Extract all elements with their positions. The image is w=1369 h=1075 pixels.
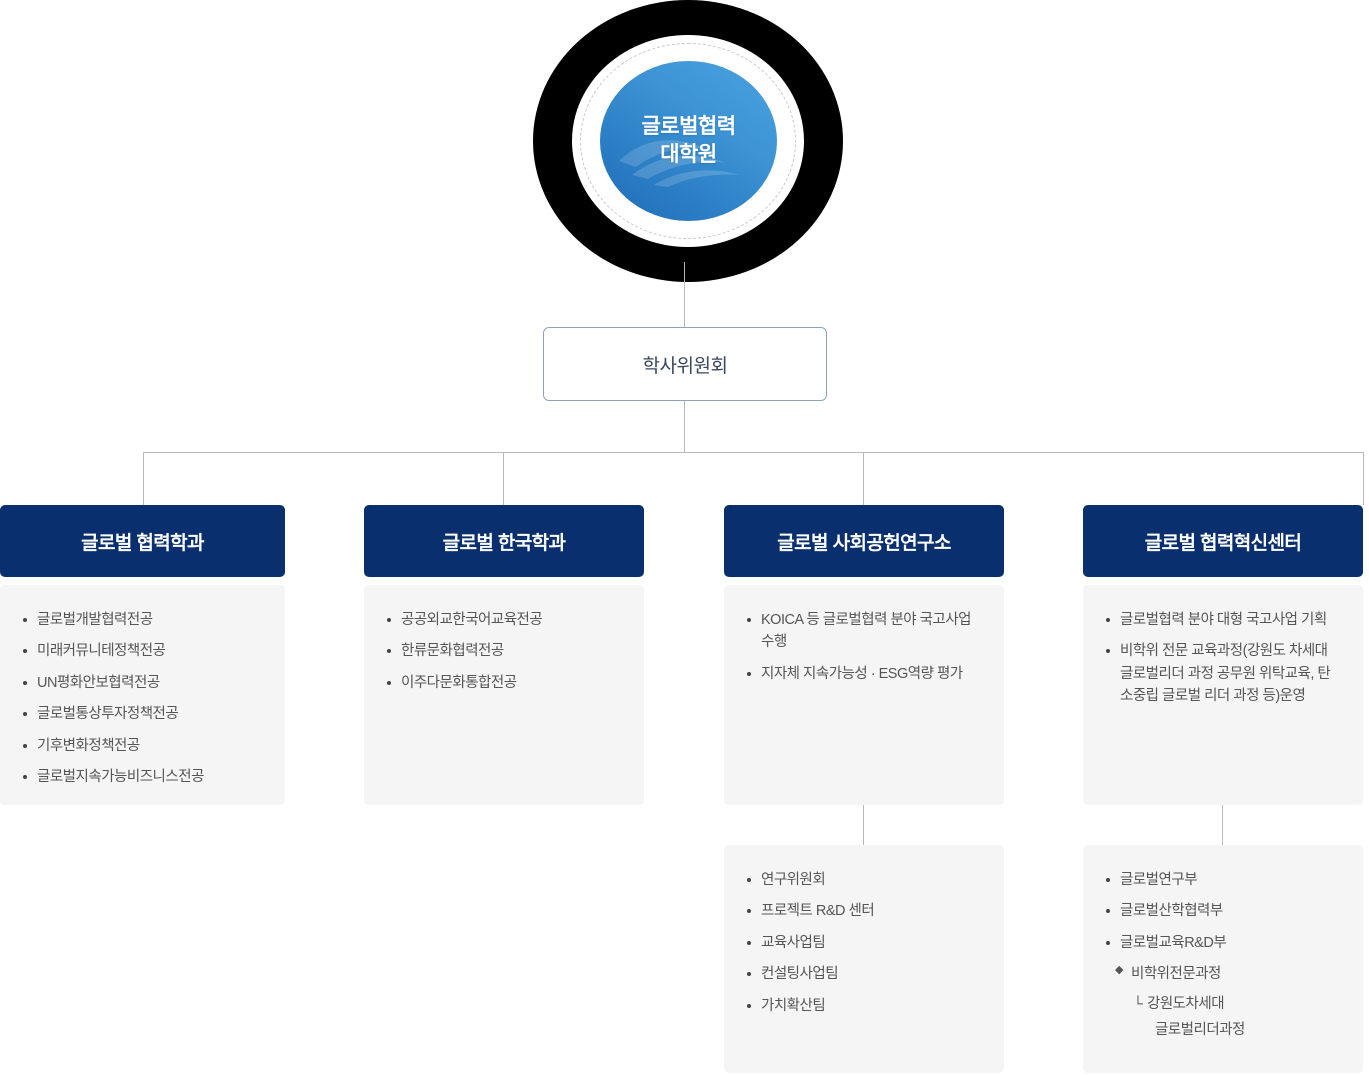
list-item: 이주다문화통합전공 — [384, 672, 624, 694]
column-header[interactable]: 글로벌 협력혁신센터 — [1083, 505, 1363, 577]
column-title: 글로벌 협력학과 — [81, 532, 204, 554]
column-panel: 글로벌개발협력전공 미래커뮤니테정책전공 UN평화안보협력전공 글로벌통상투자정… — [0, 585, 285, 805]
list-item: 비학위 전문 교육과정(강원도 차세대 글로벌리더 과정 공무원 위탁교육, 탄… — [1103, 640, 1343, 707]
root-label-line1: 글로벌협력 — [641, 115, 736, 139]
root-circle: 글로벌협력 대학원 — [600, 61, 777, 221]
list-item: 글로벌지속가능비즈니스전공 — [20, 766, 265, 788]
connector-drop-col1 — [143, 452, 144, 505]
connector-drop-col3 — [863, 452, 864, 505]
list-item: 글로벌교육R&D부 — [1103, 932, 1343, 954]
column-global-cooperation-dept: 글로벌 협력학과 글로벌개발협력전공 미래커뮤니테정책전공 UN평화안보협력전공… — [0, 505, 285, 805]
connector-col4-to-sub — [1222, 805, 1223, 845]
list-item: 연구위원회 — [744, 869, 984, 891]
sub-item-list: 글로벌연구부 글로벌산학협력부 글로벌교육R&D부 비학위전문과정 강원도차세대… — [1103, 869, 1343, 1042]
list-item: 글로벌개발협력전공 — [20, 609, 265, 631]
column-panel: KOICA 등 글로벌협력 분야 국고사업 수행 지자체 지속가능성 · ESG… — [724, 585, 1004, 805]
sub-item-list: 연구위원회 프로젝트 R&D 센터 교육사업팀 컨설팅사업팀 가치확산팀 — [744, 869, 984, 1017]
column-panel: 글로벌협력 분야 대형 국고사업 기획 비학위 전문 교육과정(강원도 차세대 … — [1083, 585, 1363, 805]
connector-drop-col4 — [1363, 452, 1364, 505]
list-item: 글로벌연구부 — [1103, 869, 1343, 891]
list-item: KOICA 등 글로벌협력 분야 국고사업 수행 — [744, 609, 984, 654]
list-item: 지자체 지속가능성 · ESG역량 평가 — [744, 663, 984, 685]
list-item: 글로벌협력 분야 대형 국고사업 기획 — [1103, 609, 1343, 631]
list-item: 공공외교한국어교육전공 — [384, 609, 624, 631]
column-global-social-contribution-institute: 글로벌 사회공헌연구소 KOICA 등 글로벌협력 분야 국고사업 수행 지자체… — [724, 505, 1004, 805]
column-title: 글로벌 사회공헌연구소 — [777, 532, 951, 554]
connector-root-to-committee — [684, 262, 685, 327]
connector-col3-to-sub — [863, 805, 864, 845]
list-item: 가치확산팀 — [744, 995, 984, 1017]
list-item-continuation: 글로벌리더과정 — [1155, 1022, 1245, 1039]
list-item: 글로벌산학협력부 — [1103, 900, 1343, 922]
committee-label: 학사위원회 — [642, 355, 728, 377]
list-item: 글로벌통상투자정책전공 — [20, 703, 265, 725]
column-item-list: KOICA 등 글로벌협력 분야 국고사업 수행 지자체 지속가능성 · ESG… — [744, 609, 984, 685]
column-global-korean-studies-dept: 글로벌 한국학과 공공외교한국어교육전공 한류문화협력전공 이주다문화통합전공 — [364, 505, 644, 805]
list-item: 컨설팅사업팀 — [744, 963, 984, 985]
column-item-list: 글로벌개발협력전공 미래커뮤니테정책전공 UN평화안보협력전공 글로벌통상투자정… — [20, 609, 265, 789]
column-header[interactable]: 글로벌 협력학과 — [0, 505, 285, 577]
sub-panel: 글로벌연구부 글로벌산학협력부 글로벌교육R&D부 비학위전문과정 강원도차세대… — [1083, 845, 1363, 1073]
connector-committee-down — [684, 401, 685, 452]
sub-panel: 연구위원회 프로젝트 R&D 센터 교육사업팀 컨설팅사업팀 가치확산팀 — [724, 845, 1004, 1073]
column-item-list: 글로벌협력 분야 대형 국고사업 기획 비학위 전문 교육과정(강원도 차세대 … — [1103, 609, 1343, 708]
list-item: 교육사업팀 — [744, 932, 984, 954]
root-dashed-ring — [580, 43, 796, 239]
list-item: 한류문화협력전공 — [384, 640, 624, 662]
column-global-cooperation-innovation-center: 글로벌 협력혁신센터 글로벌협력 분야 대형 국고사업 기획 비학위 전문 교육… — [1083, 505, 1363, 805]
subpanel-global-cooperation-innovation-center: 글로벌연구부 글로벌산학협력부 글로벌교육R&D부 비학위전문과정 강원도차세대… — [1083, 845, 1363, 1073]
column-panel: 공공외교한국어교육전공 한류문화협력전공 이주다문화통합전공 — [364, 585, 644, 805]
subpanel-global-social-contribution-institute: 연구위원회 프로젝트 R&D 센터 교육사업팀 컨설팅사업팀 가치확산팀 — [724, 845, 1004, 1073]
column-header[interactable]: 글로벌 사회공헌연구소 — [724, 505, 1004, 577]
column-title: 글로벌 한국학과 — [442, 532, 566, 554]
column-title: 글로벌 협력혁신센터 — [1144, 532, 1302, 554]
list-item: 기후변화정책전공 — [20, 735, 265, 757]
list-item-nested: 강원도차세대 — [1103, 993, 1343, 1015]
column-item-list: 공공외교한국어교육전공 한류문화협력전공 이주다문화통합전공 — [384, 609, 624, 694]
root-label-line2: 대학원 — [660, 143, 717, 166]
list-item-diamond: 비학위전문과정 — [1103, 962, 1343, 985]
list-item: 미래커뮤니테정책전공 — [20, 640, 265, 662]
committee-box[interactable]: 학사위원회 — [543, 327, 827, 401]
root-label: 글로벌협력 대학원 — [641, 113, 736, 168]
list-item: 프로젝트 R&D 센터 — [744, 900, 984, 922]
list-item: UN평화안보협력전공 — [20, 672, 265, 694]
root-node: 글로벌협력 대학원 — [533, 0, 843, 282]
column-header[interactable]: 글로벌 한국학과 — [364, 505, 644, 577]
connector-drop-col2 — [503, 452, 504, 505]
connector-horizontal-bus — [143, 452, 1363, 453]
